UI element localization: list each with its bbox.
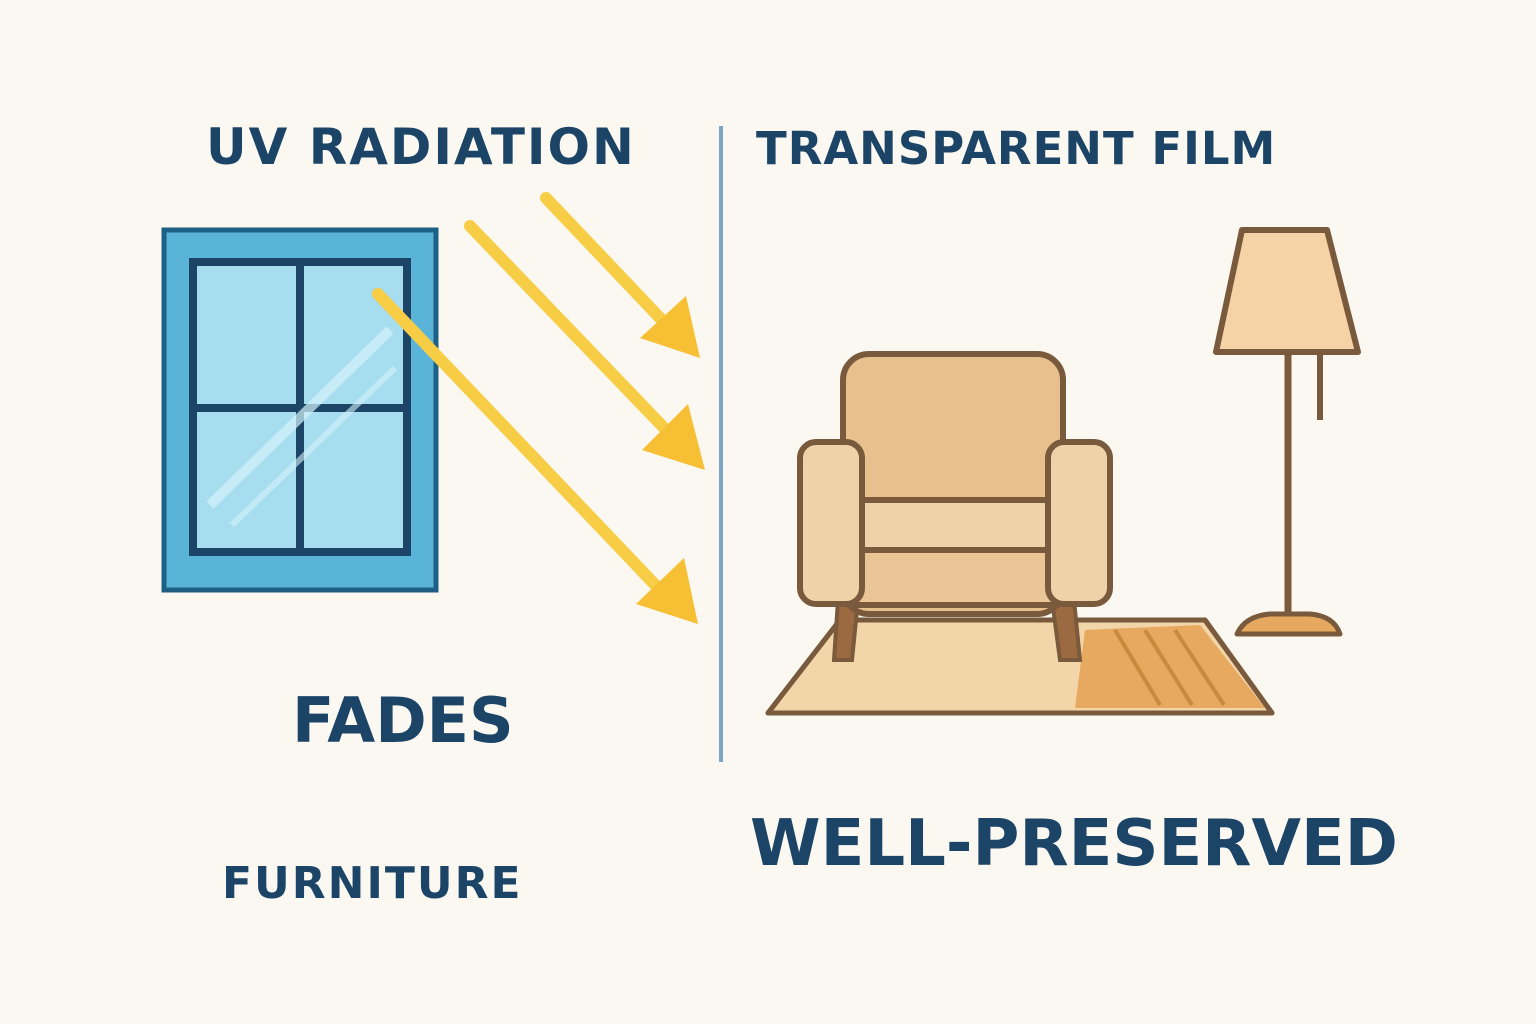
- furniture-label: FURNITURE: [222, 858, 523, 909]
- uv-rays: [372, 192, 705, 624]
- well-preserved-label: WELL-PRESERVED: [750, 807, 1398, 881]
- uv-ray-arrow: [540, 192, 700, 358]
- armchair-icon: [797, 351, 1113, 662]
- window-icon: [161, 227, 439, 593]
- floor-lamp-icon: [1213, 227, 1361, 637]
- uv-radiation-label: UV RADIATION: [206, 118, 636, 176]
- rug-icon: [765, 617, 1275, 716]
- uv-ray-arrow: [464, 220, 705, 470]
- uv-ray-arrow: [372, 288, 698, 624]
- transparent-film-label: TRANSPARENT FILM: [756, 122, 1277, 175]
- fades-label: FADES: [292, 684, 514, 757]
